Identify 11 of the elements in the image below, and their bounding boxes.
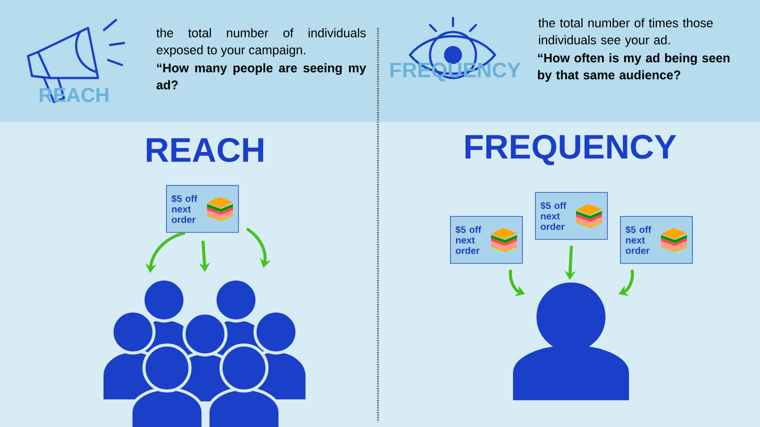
section-title: FREQUENCY xyxy=(466,134,676,166)
coupon-card: $5 off next order xyxy=(535,192,608,240)
description-text: the total number of times those individuals see your ad. xyxy=(538,18,713,47)
person-icon xyxy=(513,282,629,400)
coupon-card: $5 off next order xyxy=(620,216,693,264)
question-text: “How many people are seeing my ad? xyxy=(156,63,366,90)
crowd-drawing xyxy=(100,278,308,427)
coupon-card: $5 off next order xyxy=(450,216,523,264)
description-text: the total number of individuals exposed to your campaign. xyxy=(156,28,366,57)
question-text: “How often is my ad being seen by that same audience? xyxy=(538,53,730,82)
coupon-card: $5 off next order xyxy=(166,184,239,233)
